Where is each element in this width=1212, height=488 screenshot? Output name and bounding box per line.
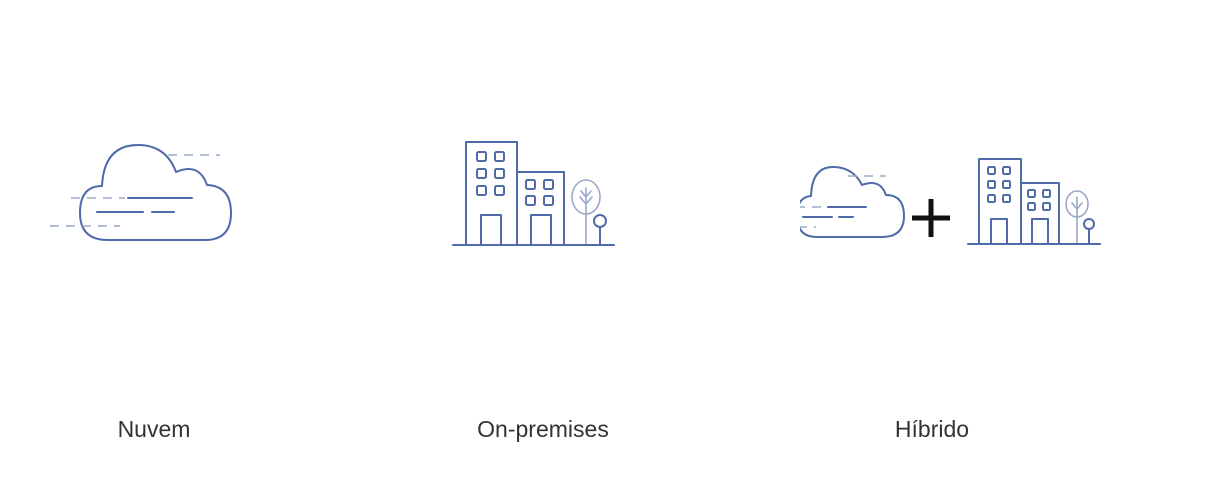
option-hybrid: Híbrido — [800, 0, 1212, 488]
option-label-hybrid: Híbrido — [894, 416, 970, 442]
option-label-cloud: Nuvem — [117, 416, 191, 442]
office-building-icon — [452, 141, 615, 246]
option-label-on-premises: On-premises — [477, 416, 609, 442]
plus-icon — [912, 199, 950, 237]
cloud-icon — [50, 144, 232, 241]
option-on-premises: On-premises — [400, 0, 800, 488]
cloud-plus-building-icon — [800, 158, 1101, 245]
option-cloud: Nuvem — [0, 0, 400, 488]
